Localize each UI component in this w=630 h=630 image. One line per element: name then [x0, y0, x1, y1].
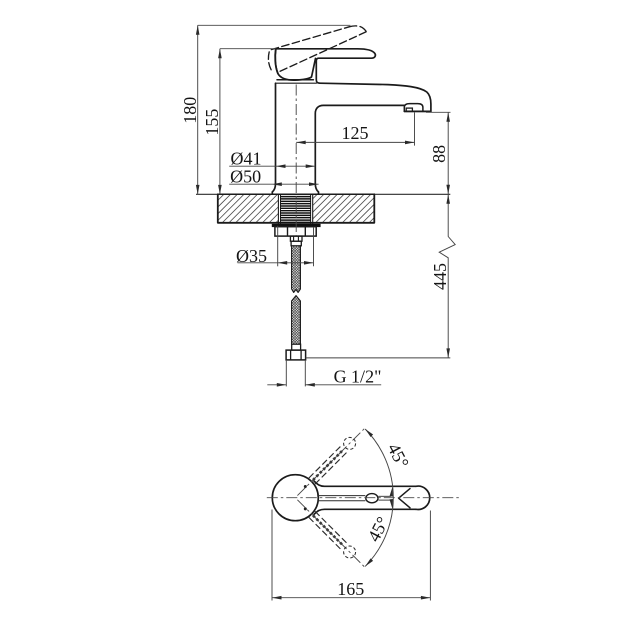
- svg-text:G 1/2": G 1/2": [334, 366, 382, 386]
- svg-text:Ø35: Ø35: [236, 246, 267, 266]
- svg-text:165: 165: [337, 579, 364, 599]
- svg-text:Ø50: Ø50: [230, 167, 261, 187]
- svg-text:155: 155: [202, 109, 222, 136]
- svg-text:125: 125: [342, 123, 369, 143]
- svg-text:Ø41: Ø41: [231, 149, 262, 169]
- svg-text:88: 88: [429, 145, 449, 163]
- svg-text:180: 180: [180, 97, 200, 124]
- svg-text:445: 445: [430, 263, 450, 290]
